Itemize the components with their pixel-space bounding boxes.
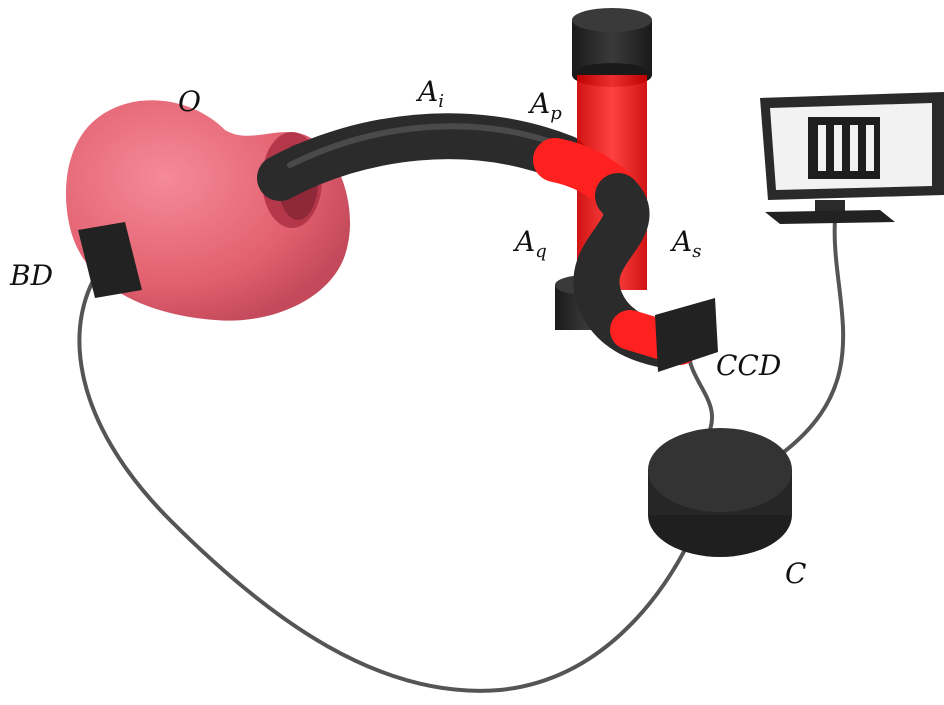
cable-bd-to-c [77,260,692,693]
monitor-stand [815,200,845,212]
label-object-o: O [178,85,201,118]
arm-ai-highlight [287,123,563,168]
monitor-base [765,210,895,224]
bd-detector [78,222,142,298]
label-arm-as: As [672,225,702,262]
cable-monitor-to-c [778,219,846,457]
label-arm-ap: Ap [530,87,562,124]
label-arm-aq: Aq [515,225,547,262]
barcode-stripes-icon [808,117,880,179]
label-controller-c: C [785,557,807,590]
ccd-sensor [655,298,718,372]
controller-top [648,428,792,512]
laser-source-top-cap [572,8,652,32]
label-ccd: CCD [716,349,782,382]
arm-ai-tube [257,113,588,201]
label-arm-ai: Ai [418,75,444,112]
label-bd: BD [10,259,54,292]
